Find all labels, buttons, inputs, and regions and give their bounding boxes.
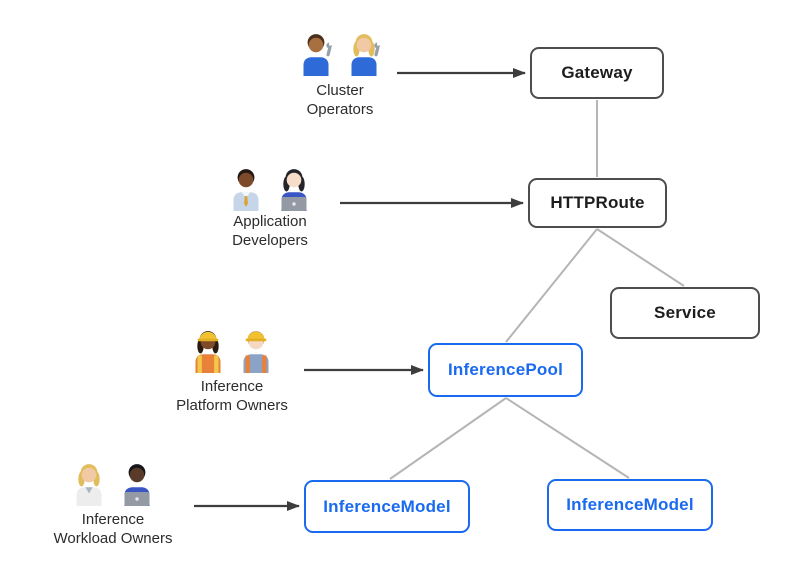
node-inferencemodel-2: InferenceModel bbox=[547, 479, 713, 531]
persona-cluster-operators-people bbox=[303, 34, 381, 76]
health-worker-icon bbox=[76, 464, 102, 506]
node-service: Service bbox=[610, 287, 760, 339]
node-label: HTTPRoute bbox=[550, 193, 645, 212]
woman-mechanic-icon bbox=[351, 34, 381, 76]
persona-label-line: Cluster bbox=[316, 82, 364, 99]
edge-httproute-service bbox=[596, 228, 685, 287]
woman-construction-worker-icon bbox=[195, 331, 221, 373]
persona-application-developers-people bbox=[233, 169, 307, 211]
woman-technologist-icon bbox=[281, 169, 307, 211]
man-technologist-icon bbox=[124, 464, 150, 506]
persona-arrows bbox=[194, 68, 526, 511]
edge-inferencepool-inferencemodel-1 bbox=[389, 397, 507, 480]
node-inferencemodel-1: InferenceModel bbox=[304, 480, 470, 533]
node-httproute: HTTPRoute bbox=[528, 178, 667, 228]
persona-inference-platform-owners-people bbox=[195, 331, 269, 373]
man-office-worker-icon bbox=[233, 169, 259, 211]
edge-inferencepool-inferencemodel-2 bbox=[505, 397, 630, 479]
persona-label-line: Operators bbox=[306, 101, 374, 118]
persona-label-line: Application bbox=[233, 213, 307, 230]
persona-label-line: Inference bbox=[200, 378, 264, 395]
node-label: InferenceModel bbox=[566, 495, 694, 514]
persona-inference-workload-owners-people bbox=[76, 464, 150, 506]
node-label: Service bbox=[654, 303, 716, 322]
persona-label-line: Workload Owners bbox=[53, 530, 173, 547]
node-gateway: Gateway bbox=[530, 47, 664, 99]
man-mechanic-icon bbox=[303, 34, 333, 76]
persona-label-line: Developers bbox=[232, 232, 308, 249]
node-label: InferencePool bbox=[447, 360, 564, 379]
node-label: Gateway bbox=[561, 63, 633, 82]
man-construction-worker-icon bbox=[243, 331, 269, 373]
edge-httproute-inferencepool bbox=[505, 228, 598, 343]
node-inferencepool: InferencePool bbox=[428, 343, 583, 397]
node-label: InferenceModel bbox=[323, 496, 451, 516]
persona-label-line: Platform Owners bbox=[176, 397, 288, 414]
persona-label-line: Inference bbox=[81, 511, 145, 528]
